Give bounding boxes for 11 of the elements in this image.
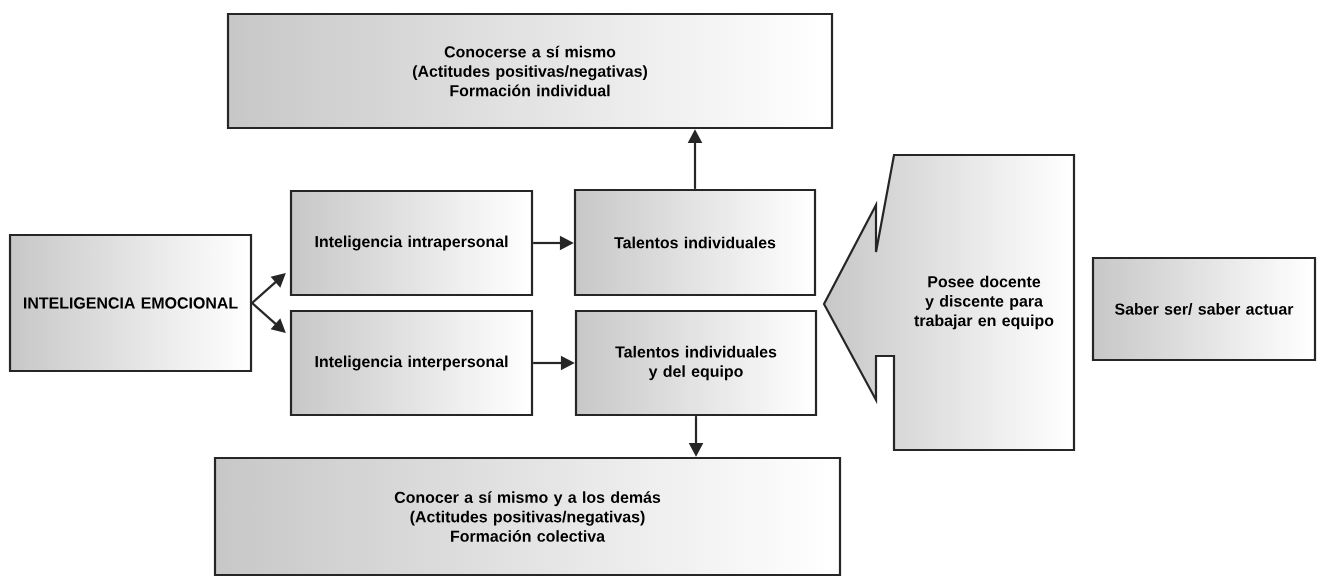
arrow — [251, 302, 286, 333]
outcome-box: Conocer a sí mismo y a los demás (Actitudes positivas/negativas) Formación colectiva — [213, 456, 842, 577]
process-box: INTELIGENCIA EMOCIONAL — [8, 233, 253, 373]
outcome-box: Conocerse a sí mismo (Actitudes positivas/negativas) Formación individual — [226, 12, 834, 130]
arrow-callout: Posee docente y discente para trabajar en equipo — [822, 153, 1076, 452]
process-box: Saber ser/ saber actuar — [1091, 256, 1317, 362]
process-box: Talentos individuales — [573, 188, 817, 297]
process-box: Inteligencia interpersonal — [289, 309, 534, 417]
process-box: Talentos individuales y del equipo — [574, 309, 818, 417]
process-box: Inteligencia intrapersonal — [289, 189, 534, 297]
arrow — [251, 273, 286, 304]
